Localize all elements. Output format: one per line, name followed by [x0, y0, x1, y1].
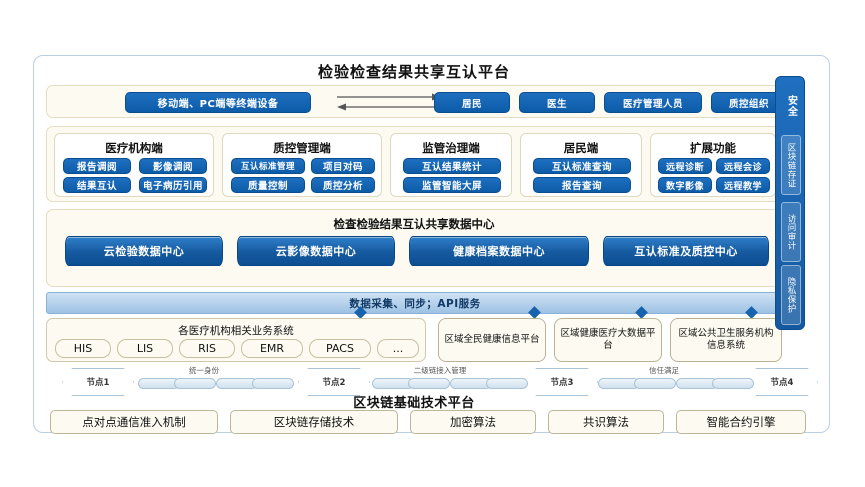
module-item-report-view[interactable]: 报告调阅 — [63, 158, 131, 174]
actor-medical-admin-button[interactable]: 医疗管理人员 — [604, 92, 702, 113]
module-item-result-mutual[interactable]: 结果互认 — [63, 177, 131, 193]
data-center-title: 检查检验结果互认共享数据中心 — [333, 217, 495, 231]
bidirectional-arrow-icon — [337, 93, 441, 111]
blockchain-node-2[interactable]: 节点2 — [298, 368, 370, 396]
module-title: 质控管理端 — [273, 141, 331, 155]
architecture-frame: 检验检查结果共享互认平台 移动端、PC端等终端设备 居民 医生 医疗管理人员 质… — [33, 55, 830, 434]
module-item-remote-teaching[interactable]: 远程教学 — [716, 177, 770, 193]
module-item-qc-analysis[interactable]: 质控分析 — [311, 177, 375, 193]
module-item-standard-query[interactable]: 互认标准查询 — [533, 158, 631, 174]
module-card-extensions: 扩展功能 远程诊断 远程会诊 数字影像 远程教学 — [650, 133, 776, 197]
blockchain-node-4[interactable]: 节点4 — [746, 368, 818, 396]
system-pill-ris[interactable]: RIS — [179, 339, 235, 358]
terminal-devices-button[interactable]: 移动端、PC端等终端设备 — [125, 92, 311, 113]
data-store-cloud-lab[interactable]: 云检验数据中心 — [63, 230, 225, 266]
system-pill-more[interactable]: ... — [377, 339, 419, 358]
bc-tech-storage[interactable]: 区块链存储技术 — [230, 410, 398, 434]
module-item-image-view[interactable]: 影像调阅 — [139, 158, 207, 174]
system-pill-emr[interactable]: EMR — [241, 339, 303, 358]
module-title: 监管治理端 — [422, 141, 480, 155]
blockchain-node-3[interactable]: 节点3 — [526, 368, 598, 396]
modules-band: 医疗机构端 报告调阅 影像调阅 结果互认 电子病历引用 质控管理端 互认标准管理… — [46, 126, 782, 202]
module-item-quality-ctrl[interactable]: 质量控制 — [231, 177, 305, 193]
module-title: 居民端 — [563, 141, 599, 155]
module-card-medical-institution: 医疗机构端 报告调阅 影像调阅 结果互认 电子病历引用 — [54, 133, 214, 197]
blockchain-node-band: 节点1 节点2 节点3 节点4 统一身份 二级链接入管理 信任满足 — [46, 366, 818, 398]
system-pill-lis[interactable]: LIS — [117, 339, 173, 358]
chain-link-icon — [712, 378, 754, 389]
systems-row: 各医疗机构相关业务系统 HIS LIS RIS EMR PACS ... 区域全… — [46, 318, 782, 362]
system-pill-pacs[interactable]: PACS — [309, 339, 371, 358]
chain-link-icon — [408, 378, 450, 389]
module-item-remote-consult[interactable]: 远程会诊 — [716, 158, 770, 174]
chain-label-trust: 信任满足 — [649, 366, 679, 375]
bc-tech-encryption[interactable]: 加密算法 — [410, 410, 536, 434]
security-segment-blockchain-evidence[interactable]: 区块链存证 — [781, 135, 801, 195]
module-card-resident: 居民端 互认标准查询 报告查询 — [520, 133, 642, 197]
bc-tech-smart-contract[interactable]: 智能合约引擎 — [676, 410, 806, 434]
hospital-systems-panel: 各医疗机构相关业务系统 HIS LIS RIS EMR PACS ... — [46, 318, 426, 362]
blockchain-platform-title: 区块链基础技术平台 — [353, 396, 475, 411]
chain-link-icon — [174, 378, 216, 389]
data-store-health-record[interactable]: 健康档案数据中心 — [407, 230, 591, 266]
system-pill-his[interactable]: HIS — [55, 339, 111, 358]
security-segment-privacy-protection[interactable]: 隐私保护 — [781, 265, 801, 325]
actor-resident-button[interactable]: 居民 — [434, 92, 510, 113]
security-segment-access-audit[interactable]: 访问审计 — [781, 202, 801, 262]
module-item-item-mapping[interactable]: 项目对码 — [311, 158, 375, 174]
module-title: 扩展功能 — [690, 141, 736, 155]
module-item-result-stats[interactable]: 互认结果统计 — [403, 158, 501, 174]
chain-link-icon — [486, 378, 528, 389]
module-item-smart-screen[interactable]: 监管智能大屏 — [403, 177, 501, 193]
module-item-emr-reference[interactable]: 电子病历引用 — [139, 177, 207, 193]
regional-system-public-health[interactable]: 区域公共卫生服务机构信息系统 — [670, 318, 782, 362]
regional-system-bigdata[interactable]: 区域健康医疗大数据平台 — [554, 318, 662, 362]
page-title: 检验检查结果共享互认平台 — [317, 63, 510, 81]
blockchain-node-1[interactable]: 节点1 — [62, 368, 134, 396]
module-item-digital-imaging[interactable]: 数字影像 — [658, 177, 712, 193]
chain-label-identity: 统一身份 — [189, 366, 219, 375]
module-card-quality-control: 质控管理端 互认标准管理 项目对码 质量控制 质控分析 — [222, 133, 382, 197]
bc-tech-consensus[interactable]: 共识算法 — [548, 410, 664, 434]
actor-doctor-button[interactable]: 医生 — [519, 92, 595, 113]
security-rail: 安全 区块链存证 访问审计 隐私保护 — [775, 76, 805, 330]
actors-strip: 移动端、PC端等终端设备 居民 医生 医疗管理人员 质控组织 — [46, 85, 787, 118]
blockchain-tech-row: 点对点通信准入机制 区块链存储技术 加密算法 共识算法 智能合约引擎 — [46, 410, 806, 434]
regional-system-health-info[interactable]: 区域全民健康信息平台 — [438, 318, 546, 362]
bc-tech-p2p-access[interactable]: 点对点通信准入机制 — [50, 410, 218, 434]
security-rail-header: 安全 — [785, 95, 797, 117]
data-store-standard-qc[interactable]: 互认标准及质控中心 — [601, 230, 771, 266]
module-title: 医疗机构端 — [105, 141, 163, 155]
hospital-systems-title: 各医疗机构相关业务系统 — [178, 325, 294, 337]
module-item-report-query[interactable]: 报告查询 — [533, 177, 631, 193]
data-store-cloud-imaging[interactable]: 云影像数据中心 — [235, 230, 397, 266]
data-center-band: 检查检验结果互认共享数据中心 云检验数据中心 云影像数据中心 健康档案数据中心 … — [46, 209, 782, 287]
module-item-remote-diagnosis[interactable]: 远程诊断 — [658, 158, 712, 174]
module-card-supervision: 监管治理端 互认结果统计 监管智能大屏 — [390, 133, 512, 197]
chain-link-icon — [252, 378, 294, 389]
chain-link-icon — [634, 378, 676, 389]
module-item-standard-mgmt[interactable]: 互认标准管理 — [231, 158, 305, 174]
chain-label-secondary-access: 二级链接入管理 — [413, 366, 467, 375]
api-service-bar: 数据采集、同步；API服务 — [46, 292, 784, 314]
